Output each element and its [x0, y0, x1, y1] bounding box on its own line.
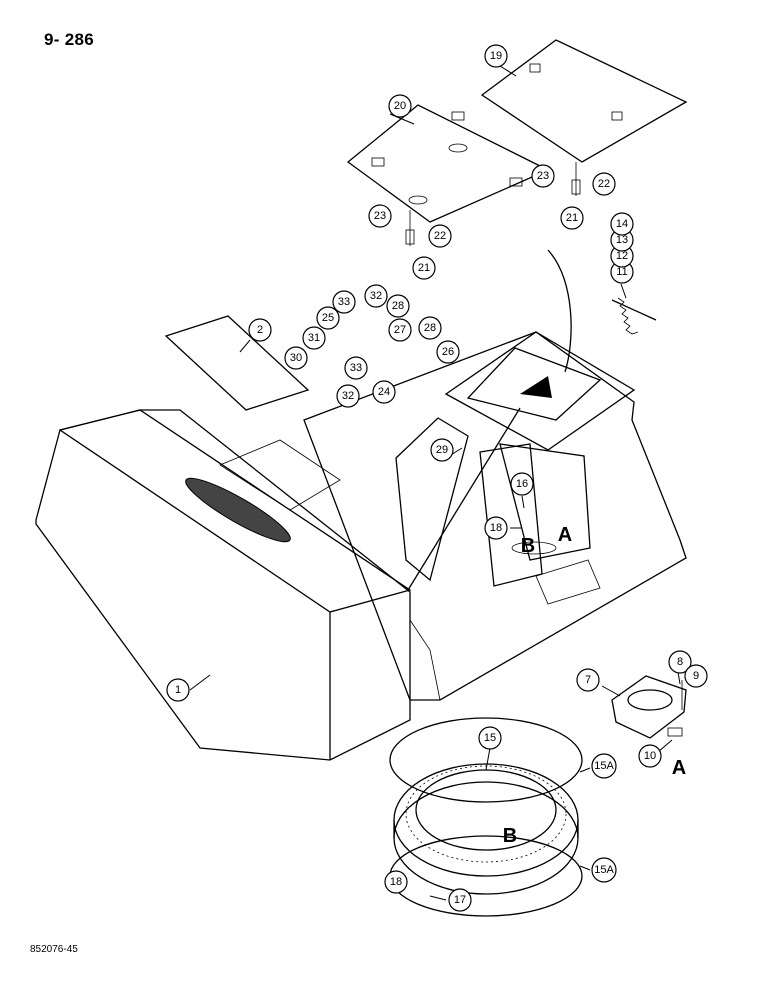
- reference-letter-group: A B A B: [503, 524, 686, 847]
- callout-label: 19: [490, 50, 502, 62]
- callout-22: 22: [592, 172, 616, 196]
- callout-31: 31: [302, 326, 326, 350]
- cover-plate-20: [346, 104, 550, 223]
- callout-label: 15A: [594, 760, 614, 772]
- callout-12: 12: [610, 244, 634, 268]
- callout-23: 23: [531, 164, 555, 188]
- callout-label: 28: [392, 300, 404, 312]
- callout-label: 18: [490, 522, 502, 534]
- callout-26: 26: [436, 340, 460, 364]
- callout-23: 23: [368, 204, 392, 228]
- callout-label: 7: [585, 674, 591, 686]
- callout-15: 15: [478, 726, 502, 750]
- callout-label: 9: [693, 670, 699, 682]
- fastener-stack-left: [405, 210, 415, 246]
- callout-label: 26: [442, 346, 454, 358]
- page-number: 9- 286: [44, 30, 95, 49]
- arrow-head: [520, 376, 552, 398]
- callout-14: 14: [610, 212, 634, 236]
- callout-label: 25: [322, 312, 334, 324]
- callout-1: 1: [166, 678, 190, 702]
- callout-20: 20: [388, 94, 412, 118]
- callout-22: 22: [428, 224, 452, 248]
- callout-label: 33: [338, 296, 350, 308]
- callout-21: 21: [412, 256, 436, 280]
- spring: [611, 297, 657, 335]
- callout-label: 1: [175, 684, 181, 696]
- callout-label: 12: [616, 250, 628, 262]
- callout-7: 7: [576, 668, 600, 692]
- callout-label: 13: [616, 234, 628, 246]
- callout-label: 15A: [594, 864, 614, 876]
- reference-letter-A: A: [558, 524, 572, 546]
- callout-group: 1278910111213141515A15A16171818192021212…: [166, 44, 708, 912]
- assembly-arrow: [547, 249, 572, 373]
- callout-label: 8: [677, 656, 683, 668]
- callout-21: 21: [560, 206, 584, 230]
- callout-label: 23: [537, 170, 549, 182]
- callout-label: 15: [484, 732, 496, 744]
- callout-label: 30: [290, 352, 302, 364]
- swing-bearing-ring: [389, 717, 583, 917]
- reference-letter-B: B: [521, 535, 535, 557]
- callout-32: 32: [336, 384, 360, 408]
- callout-19: 19: [484, 44, 508, 68]
- callout-2: 2: [248, 318, 272, 342]
- reference-letter-A: A: [672, 757, 686, 779]
- callout-label: 17: [454, 894, 466, 906]
- callout-9: 9: [684, 664, 708, 688]
- callout-15A: 15A: [591, 857, 617, 883]
- callout-30: 30: [284, 346, 308, 370]
- callout-18: 18: [384, 870, 408, 894]
- callout-33: 33: [344, 356, 368, 380]
- callout-18: 18: [484, 516, 508, 540]
- callout-label: 10: [644, 750, 656, 762]
- callout-label: 11: [616, 266, 627, 278]
- callout-15A: 15A: [591, 753, 617, 779]
- callout-label: 21: [418, 262, 430, 274]
- callout-28: 28: [418, 316, 442, 340]
- callout-label: 22: [434, 230, 446, 242]
- callout-27: 27: [388, 318, 412, 342]
- callout-10: 10: [638, 744, 662, 768]
- figure-code: 852076-45: [30, 944, 78, 955]
- callout-16: 16: [510, 472, 534, 496]
- callout-label: 33: [350, 362, 362, 374]
- callout-label: 29: [436, 444, 448, 456]
- callout-17: 17: [448, 888, 472, 912]
- callout-33: 33: [332, 290, 356, 314]
- reference-letter-B: B: [503, 825, 517, 847]
- callout-8: 8: [668, 650, 692, 674]
- callout-11: 11: [610, 260, 634, 284]
- upper-structure-frame: [35, 331, 687, 761]
- callout-29: 29: [430, 438, 454, 462]
- cover-plate-2: [164, 315, 310, 411]
- callout-label: 27: [394, 324, 406, 336]
- fastener-stack-right: [571, 162, 581, 196]
- callout-label: 32: [370, 290, 382, 302]
- cover-plate-19: [480, 39, 688, 163]
- callout-label: 31: [308, 332, 320, 344]
- callout-label: 2: [257, 324, 263, 336]
- callout-label: 24: [378, 386, 390, 398]
- callout-label: 28: [424, 322, 436, 334]
- callout-label: 32: [342, 390, 354, 402]
- callout-label: 18: [390, 876, 402, 888]
- callout-label: 22: [598, 178, 610, 190]
- mounting-block-7: [611, 675, 687, 739]
- callout-label: 21: [566, 212, 578, 224]
- callout-label: 14: [616, 218, 628, 230]
- callout-label: 16: [516, 478, 528, 490]
- callout-25: 25: [316, 306, 340, 330]
- callout-32: 32: [364, 284, 388, 308]
- callout-28: 28: [386, 294, 410, 318]
- callout-label: 20: [394, 100, 406, 112]
- callout-label: 23: [374, 210, 386, 222]
- callout-24: 24: [372, 380, 396, 404]
